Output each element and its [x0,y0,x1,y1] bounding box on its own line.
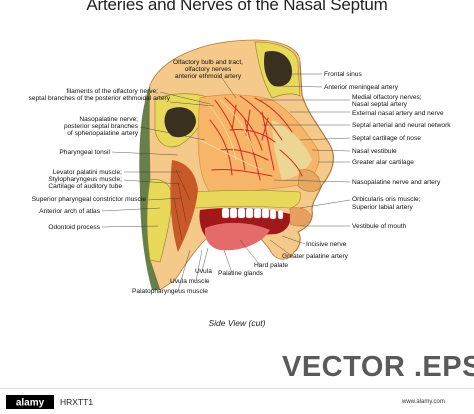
label-incisive-nerve: Incisive nerve [306,241,347,248]
label-greater-palatine-artery: Greater palatine artery [282,253,348,260]
label-hard-palate: Hard palate [254,262,289,269]
footer-url[interactable]: www.alamy.com [402,399,445,405]
label-greater-alar-cartilage: Greater alar cartilage [352,159,414,166]
svg-text:alamy: alamy [16,398,45,409]
image-id: HRXTT1 [60,397,94,407]
septal-arterial-network [209,95,303,181]
label-vestibule-of-mouth: Vestibule of mouth [352,223,407,230]
label-pharyngeal-tonsil: Pharyngeal tonsil [59,149,110,156]
label-septal-network: Septal arterial and neural network [352,122,451,129]
frontal-sinus [264,50,292,87]
label-uvula-muscle: Uvula muscle [170,278,210,285]
alar-cartilage [297,169,321,192]
label-palatine-glands: Palatine glands [218,270,264,277]
label-palatopharyngeus: Palatopharyngeus muscle [132,288,208,295]
label-septal-cartilage: Septal cartilage of nose [352,135,421,142]
label-odontoid-process: Odontoid process [48,224,100,231]
face-profile [293,61,334,253]
leader-lines [101,73,351,292]
alamy-logo: alamy [6,395,54,409]
label-sphenopalatine-artery: of sphenopalatine artery [67,130,138,137]
label-olfactory-bulb: Olfactory bulb and tract, [172,59,243,66]
septal-cartilage [272,120,312,180]
label-stylopharyngeus: Stylopharyngeus muscle; [48,176,122,183]
label-anterior-arch-atlas: Anterior arch of atlas [39,208,100,215]
label-nasopalatine-nerve: Nasopalatine nerve; [79,116,138,123]
label-auditory-tube-cartilage: Cartilage of auditory tube [48,183,122,190]
label-nasopalatine-nerve-artery: Nasopalatine nerve and artery [352,179,441,186]
label-superior-pharyngeal-constrictor: Superior pharyngeal constrictor muscle [31,196,146,203]
sphenoid-sinus [164,107,196,138]
label-olfactory-nerves: olfactory nerves [184,66,232,73]
label-medial-olfactory-nerves: Medial olfactory nerves; [352,94,422,101]
label-anterior-meningeal-artery: Anterior meningeal artery [324,84,399,91]
vector-eps-text: VECTOR .EPS [282,351,474,383]
label-external-nasal-artery: External nasal artery and nerve [352,110,444,117]
label-superior-labial-artery: Superior labial artery [352,204,413,211]
label-olfactory-filaments: filaments of the olfactory nerve; [66,88,158,95]
label-levator-palatini: Levator palatini muscle; [52,169,122,176]
page-title: Arteries and Nerves of the Nasal Septum [86,0,388,14]
label-nasal-septal-artery: Nasal septal artery [352,101,407,108]
label-orbicularis-oris: Orbicularis oris muscle; [352,196,421,203]
label-frontal-sinus: Frontal sinus [324,71,362,78]
label-anterior-ethmoid-artery: anterior ethmoid artery [174,73,242,80]
caption: Side View (cut) [208,318,266,328]
tongue [204,222,270,251]
footer-bar [0,388,474,414]
septal-nerves [199,99,263,171]
label-posterior-ethmoidal-branches: septal branches of the posterior ethmoid… [28,95,170,102]
upper-teeth [221,207,284,220]
hard-palate [189,190,301,209]
label-uvula: Uvula [195,268,212,275]
label-nasal-vestibule: Nasal vestibule [352,148,397,155]
label-posterior-septal-branches: posterior septal branches [63,123,138,130]
pharyngeal-muscles [170,160,198,252]
